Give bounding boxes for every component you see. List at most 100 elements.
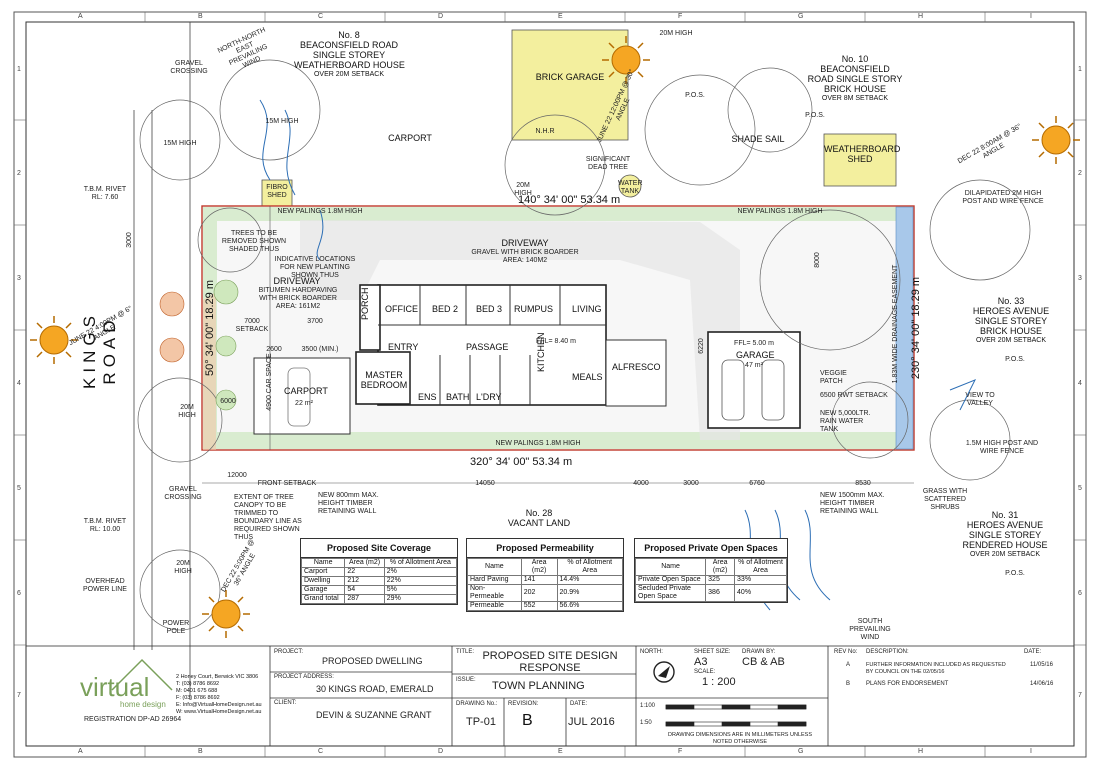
logo-subtext: home design bbox=[120, 700, 166, 709]
fence-right-label: 1.5M HIGH POST AND WIRE FENCE bbox=[965, 440, 1039, 455]
scale-1-50-label: 1:50 bbox=[640, 720, 652, 726]
north-arrow-icon bbox=[653, 661, 675, 683]
revision-label: REVISION: bbox=[508, 701, 539, 707]
grid-col-c-bottom: C bbox=[318, 748, 324, 755]
water-tank-shape bbox=[618, 174, 642, 198]
grid-row-7: 7 bbox=[17, 692, 21, 699]
logo-text: virtual bbox=[80, 672, 150, 702]
grid-col-h: H bbox=[918, 13, 924, 20]
grid-row-4-right: 4 bbox=[1078, 380, 1082, 387]
driveway-left-label: DRIVEWAY bbox=[273, 276, 321, 286]
garage-area-label: 47 m² bbox=[745, 362, 763, 369]
tree-height-label-4: 20M HIGH bbox=[174, 560, 192, 575]
dim-2600: 2600 bbox=[266, 346, 282, 353]
revision-b-code: B bbox=[846, 681, 851, 687]
south-wind-label: SOUTH PREVAILING WIND bbox=[849, 618, 891, 641]
bearing-east: 230° 34' 00" 18.29 m bbox=[910, 276, 922, 380]
project-address-label: PROJECT ADDRESS: bbox=[274, 674, 334, 680]
power-pole-label: POWER POLE bbox=[162, 620, 190, 635]
grid-row-2: 2 bbox=[17, 170, 21, 177]
bearing-south: 320° 34' 00" 53.34 m bbox=[470, 456, 573, 468]
water-tank-label: WATER TANK bbox=[618, 180, 643, 195]
front-setback-label: FRONT SETBACK bbox=[257, 480, 317, 487]
retaining-wall-right-note: NEW 1500mm MAX. HEIGHT TIMBER RETAINING … bbox=[820, 492, 885, 515]
overhead-power-label: OVERHEAD POWER LINE bbox=[83, 578, 127, 593]
grid-col-a: A bbox=[78, 13, 83, 20]
rain-tank-note: NEW 5,000LTR. RAIN WATER TANK bbox=[820, 410, 871, 433]
dim-8000: 8000 bbox=[814, 252, 821, 268]
indicative-planting-note: INDICATIVE LOCATIONS FOR NEW PLANTING SH… bbox=[274, 256, 356, 279]
car-space-label: 4900 CAR SPACE bbox=[266, 353, 273, 411]
grid-row-1: 1 bbox=[17, 66, 21, 73]
scale-value: 1 : 200 bbox=[702, 676, 736, 688]
new-palings-bottom-label: NEW PALINGS 1.8M HIGH bbox=[495, 440, 581, 447]
grid-row-4: 4 bbox=[17, 380, 21, 387]
sheet-size-label: SHEET SIZE: bbox=[694, 649, 731, 655]
room-meals: MEALS bbox=[572, 372, 603, 382]
pos-label-3: P.O.S. bbox=[1005, 356, 1025, 363]
grid-col-i: I bbox=[1030, 13, 1032, 20]
grid-col-d-bottom: D bbox=[438, 748, 444, 755]
room-kitchen: KITCHEN bbox=[536, 332, 546, 372]
grid-col-b: B bbox=[198, 13, 203, 20]
road-name: KINGS ROAD bbox=[80, 311, 119, 389]
scale-bar bbox=[665, 704, 807, 727]
dim-8530: 8530 bbox=[855, 480, 871, 487]
project-value: PROPOSED DWELLING bbox=[322, 656, 423, 666]
scale-label: SCALE: bbox=[694, 669, 716, 675]
pos-label: P.O.S. bbox=[685, 92, 705, 99]
dim-6000: 6000 bbox=[220, 398, 236, 405]
shade-sail-label: SHADE SAIL bbox=[731, 134, 785, 144]
room-office: OFFICE bbox=[385, 304, 418, 314]
rev-no-label: REV No: bbox=[834, 649, 858, 655]
room-living: LIVING bbox=[572, 304, 602, 314]
room-rumpus: RUMPUS bbox=[514, 304, 554, 314]
retaining-wall-left-note: NEW 800mm MAX. HEIGHT TIMBER RETAINING W… bbox=[318, 492, 379, 515]
scale-1-100-label: 1:100 bbox=[640, 703, 656, 709]
grid-col-i-bottom: I bbox=[1030, 748, 1032, 755]
dim-6760: 6760 bbox=[749, 480, 765, 487]
easement-label: 1.83M WIDE DRAINAGE EASEMENT bbox=[892, 264, 899, 384]
permeability-title: Proposed Permeability bbox=[467, 539, 623, 558]
project-label: PROJECT: bbox=[274, 649, 304, 655]
grid-row-3-right: 3 bbox=[1078, 275, 1082, 282]
room-garage: GARAGE bbox=[736, 350, 775, 360]
revision-date-label: DATE: bbox=[1024, 649, 1042, 655]
brick-garage-shape bbox=[511, 29, 629, 141]
dim-4000: 4000 bbox=[633, 480, 649, 487]
tree-height-label-5: 20M HIGH bbox=[178, 404, 196, 419]
grid-col-e-bottom: E bbox=[558, 748, 563, 755]
gravel-crossing-top: GRAVEL CROSSING bbox=[170, 60, 208, 75]
grid-row-3: 3 bbox=[17, 275, 21, 282]
ffl-main-label: FFL= 8.40 m bbox=[536, 338, 576, 345]
pos-label-4: P.O.S. bbox=[1005, 570, 1025, 577]
grid-col-g: G bbox=[798, 13, 804, 20]
grid-col-g-bottom: G bbox=[798, 748, 804, 755]
grid-row-5: 5 bbox=[17, 485, 21, 492]
sun-symbols bbox=[30, 36, 1080, 638]
revision-a-code: A bbox=[846, 662, 851, 668]
logo-house-icon bbox=[111, 658, 173, 691]
grid-row-6: 6 bbox=[17, 590, 21, 597]
room-ldry: L'DRY bbox=[476, 392, 502, 402]
room-bath: BATH bbox=[446, 392, 470, 402]
grid-col-b-bottom: B bbox=[198, 748, 203, 755]
grid-col-c: C bbox=[318, 13, 324, 20]
site-coverage-title: Proposed Site Coverage bbox=[301, 539, 457, 558]
setback-7000-label: 7000 SETBACK bbox=[235, 318, 269, 333]
drawn-by-label: DRAWN BY: bbox=[742, 649, 776, 655]
new-palings-top2-label: NEW PALINGS 1.8M HIGH bbox=[737, 208, 823, 215]
revision-b-date: 14/06/16 bbox=[1030, 681, 1054, 687]
bearing-north: 140° 34' 00" 53.34 m bbox=[518, 194, 621, 206]
significant-tree-label: SIGNIFICANT DEAD TREE bbox=[585, 156, 631, 171]
tree-height-label: 15M HIGH bbox=[163, 140, 197, 147]
grid-row-6-right: 6 bbox=[1078, 590, 1082, 597]
dimension-note: DRAWING DIMENSIONS ARE IN MILLIMETERS UN… bbox=[667, 732, 813, 745]
grid-col-d: D bbox=[438, 13, 444, 20]
